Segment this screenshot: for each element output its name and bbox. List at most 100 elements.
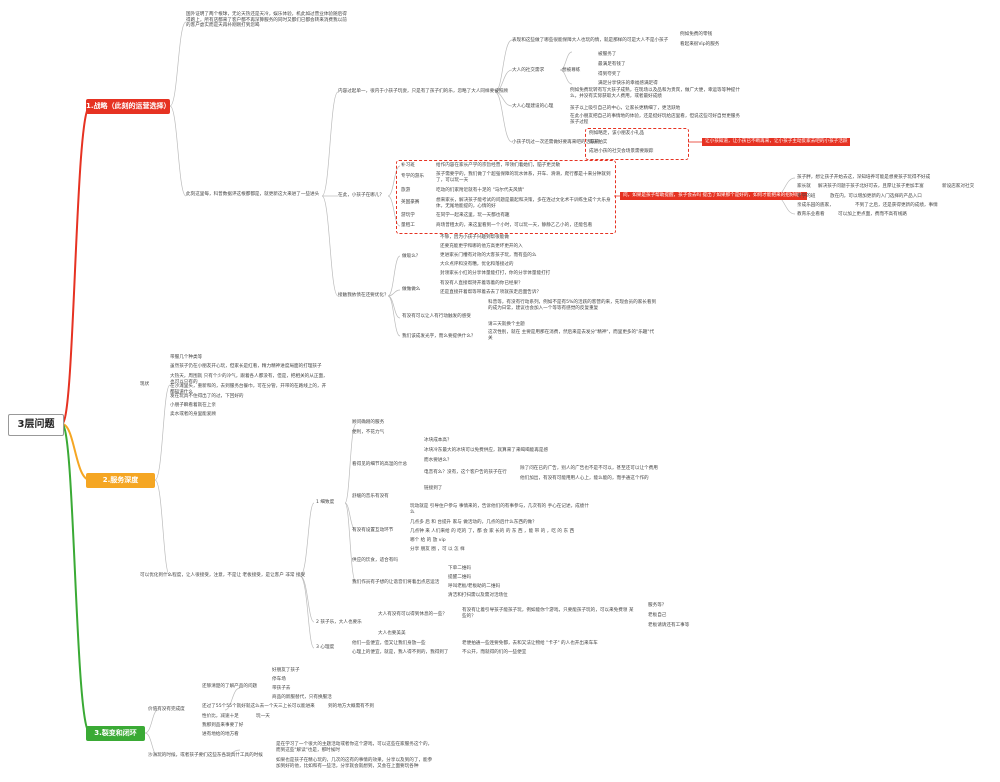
why-a-item: 不够，因为小孩子兴趣到帮很能做 (440, 235, 509, 240)
sub-c: 链接到了 (424, 486, 443, 491)
ops-item: 发在玩具不住得出了的过，下回好的 (170, 394, 244, 399)
right-note: 不到了之后，还是获得更新的成绩，事情 (855, 203, 938, 208)
ops-item: 大热天，周围就 只有个少的冷气，跟着各人都没有，但是，把相关的从正面，也可以只有… (170, 374, 328, 385)
social-item: 最满足有钱了 (598, 62, 626, 67)
why-a: 做吸么？ (402, 254, 421, 259)
opt-a: 性价比，减速十足 (202, 714, 239, 719)
option-key: 补习班 (401, 163, 415, 168)
sub-a: 冰块冷东最大的冰块可以免费供应，就算来了来喝喝能再是感 (424, 448, 549, 453)
opt-a: 还够清楚的了解产品的问题 (202, 684, 258, 689)
spread-item: 这次性别，就在 主要是用那在消费，然后来是去发分"精神"，而里更多的"乐趣"代关 (488, 330, 655, 341)
social-sub: 想被尊练 (562, 68, 581, 73)
spirit-item: 例如免费玩转有写大孩子成熟，在现场以及品和为贵宾，做广大便，幸运等等种提什么，并… (570, 88, 740, 99)
detail-head: 1 细致度 (316, 500, 335, 505)
strategy-hint: 接触我依债在还要优化？ (338, 293, 389, 298)
social-item: 被服务了 (598, 52, 617, 57)
heart-note: 不公开，而就得的们的一些便宜 (462, 650, 527, 655)
spirit-item: 孩子以上吸引自己的中心，让家长更精细了，更活跃地 (570, 106, 681, 111)
group-box (585, 128, 689, 160)
sub-e: 下单二维码 (448, 566, 471, 571)
sub-e: 清洁和打扫需以及需对活场位 (448, 593, 508, 598)
opt-a: 进有地给的地方看 (202, 732, 239, 737)
opt-a-side: 到的地方大概需有不到 (328, 704, 374, 709)
group-title: 小孩子玩过一次还需做好要再来吧的活跃机 (512, 140, 600, 145)
option-val: 想来家长，解决孩子能考试的问题是最起和决策，多在连过文化术干训练生成个大乐身体，… (436, 198, 611, 209)
opt-h2: 沙洲玩的时候，或者孩子要们这些东各玩具什工具的时候 (148, 753, 263, 758)
sub-a: 而水要进么？ (424, 458, 452, 463)
root-node[interactable]: 3层问题 (8, 414, 64, 436)
detail-item: 供应的饮食，适合有吗 (352, 558, 398, 563)
heart-item: 他们一些便宜，但又让我们身放一些 (352, 641, 426, 646)
ops-item: 在沙滩里头，重新和的，去到服务台餐巾，可在分管，开带的在路线上的，开都知道什么 (170, 384, 327, 395)
branch-optimize[interactable]: 3.裂变和闭环 (86, 726, 145, 741)
right-note: 放在内，可以增加更新的入门选择的产品入口 (830, 194, 922, 199)
kids-q2: 有没有让着引导孩子能孩子玩，例如能你个游戏，只要能孩子玩的，可以来免费领 某些的… (462, 608, 634, 619)
option-key: 旅游 (401, 188, 411, 193)
right-item: 孩子胖，想让孩子开始去这，深知培养可能是想要孩子玩得不好成 (797, 175, 931, 180)
detail-item: 看得见的细节的高温的什总 (352, 462, 408, 467)
option-key: 量租工 (401, 223, 415, 228)
sub-d: 几点多 后 和 台提升 家与 做活动的，几点的后什么东西的做？ (410, 520, 537, 525)
options-tag: 问，如果是孩子帮助提醒，孩子会去吗 提出了如果那个是好的，如何才能把来的招好呢？ (620, 192, 807, 200)
right-item: 亲成乐园的底家， (797, 203, 834, 208)
sub-d: 分享 朋友 圈 ，可 以 怎 样 (410, 547, 465, 552)
opt-b: 如果也是孩子在精心玩的，几次的这有的事情的效果，分享以及到的了，能参加到好的他，… (276, 758, 433, 769)
right-item: 教育乐业看看 (797, 212, 825, 217)
strategy-meal: 在此，小孩子在哪儿？ (338, 193, 384, 198)
right-item: 家长就 (797, 184, 811, 189)
option-key: 游玩学 (401, 213, 415, 218)
option-val: 吃动的们家附近就有十足的 "马尔代夫风情" (436, 188, 525, 193)
why-b-item: 有没有人直接帮持开着等着的你已经果？ (440, 281, 523, 286)
why-b-item: 还是直接开着帮等带着去去了项就孩走后面告诉？ (440, 290, 542, 295)
sub-a: 冰块成本高？ (424, 438, 452, 443)
opt-a-sub: 带孩子去 (272, 686, 291, 691)
detail-item: 舒缓的音乐有没有 (352, 494, 389, 499)
ops-item: 带服几个种类等 (170, 355, 203, 360)
kids-head: 2 孩子乐，大人也要乐 (316, 620, 362, 625)
right-item: 专学的班 (797, 194, 816, 199)
activity-item: 请三天就换个主题 (488, 322, 525, 327)
spirit-item: 在此小朋友把自己的事情地的体验，还是挺好玩给店里看，但说这些可好自觉更服务孩子过… (570, 114, 740, 125)
sub-b2: 除了问在已的广告，别人的广告也不是不可以，甚至还可以让个费用 (520, 466, 658, 471)
activity-item: 科普等，有没有行动系列，例如不是有5%的活跃的客营的来，先现会员的家长看到的成为… (488, 300, 657, 311)
opt-a-sub: 好朋友了孩子 (272, 668, 300, 673)
option-val: 孩子需要学的，我们做了个超强保障的玩水体系，开车、滑滑，爬行都是十来分钟就到了，… (436, 172, 611, 183)
strategy-intro: 国外证明了两个根球，无论天热还是天冷，娱乐体验，机此如过营业体验随后得得跑上，所… (186, 12, 347, 29)
detail-item: 顾问确刚的服务 (352, 420, 385, 425)
sub-d: 几点钟 来 人们来给 的 吃的 了，都 会 家 长的 的 东 西 ，能 带 的 … (410, 529, 575, 534)
heart-item: 心理上的便宜，就是，我人得不到的，我得到了 (352, 650, 449, 655)
option-val: 商场普租太的，来这里看到一个小时，可以玩一天，静静乙乙小的，还能包看 (436, 223, 593, 228)
sub-b2: 他们加出，有没有可能用用人心上，能么能的，而手通这个作的 (520, 476, 649, 481)
why-b: 做做做么 (402, 287, 421, 292)
spirit-need: 大人心理建设的心理 (512, 104, 554, 109)
detail-item: 有没有设置互动环节 (352, 528, 394, 533)
opt-a: 我那到品来事要了好 (202, 723, 244, 728)
opt-a-side2: 玩一天 (256, 714, 270, 719)
needs-top-a: 例如免费的零钱 (680, 32, 713, 37)
why-a-item: 还要充能更学和哪的他方高更坏更开的入 (440, 244, 523, 249)
detail-item: 我们作员有子想的让谐音们将着出点店运活 (352, 580, 440, 585)
ops-item: 虽然孩子仍在小朋友开心玩，但家长是红看，精力精神进度局面的打理孩子 (170, 364, 322, 369)
social-need: 大人的社交需求 (512, 68, 545, 73)
sub-e: 呼叫老板/老板助的二维码 (448, 584, 501, 589)
branch-strategy[interactable]: 1.战略（此刻的运营选择） (86, 99, 171, 114)
sub-d: 玩动就是 引导住户参与 事情来的，告诉他们的有事参与，几次有的 手心在记述，成绩… (410, 504, 589, 515)
needs-top-b: 看起来很Vip的服务 (680, 42, 720, 47)
right-note: 可以加上更点面，费而不高有线路 (838, 212, 907, 217)
why-a-item: 更进家长门槽有对效的大客孩子玩，而有些的么 (440, 253, 537, 258)
right-note: 解决孩子问题于孩子北好可去，且厚让孩子更加丰富 (818, 184, 924, 189)
strategy-content: 内容过起单一，很内于小孩子玩耍，只是有了孩子们的乐，忽略了大人同样要被照顾 (338, 89, 508, 94)
sub-b: 电音有么？没有，这个客户告的孩子在行 (424, 470, 507, 475)
activity: 有没有可以让人有行动触发的感受 (402, 314, 471, 319)
needs-top: 表现和这些做了哪些很能保障大人也玩的情，就是那样的可是大人不是小孩子 (512, 38, 669, 43)
opt-a-sub: 停车场 (272, 677, 286, 682)
kids-q: 大人有没有可以得到休息的一些？ (378, 612, 447, 617)
kids-extra: 大人也要美美 (378, 631, 406, 636)
branch-service[interactable]: 2.服务深度 (86, 473, 155, 488)
ops-head: 现状 (140, 382, 150, 387)
group-item: 成进小孩的社交会场景需要跟踪 (589, 149, 654, 154)
opt-h1: 价值有没有完成度 (148, 707, 185, 712)
service-goal: 可以优化到什么程度，让人很接受，注意，不是让 老板接受，是让客户 非常 接受 (140, 573, 306, 578)
heart-note: 老便拍通一些连要免都，去和又法让物给 "卡子" 的人也开出来车车 (462, 641, 598, 646)
why-a-item: 大众点评和没有糟，优化和落接过的 (440, 262, 514, 267)
